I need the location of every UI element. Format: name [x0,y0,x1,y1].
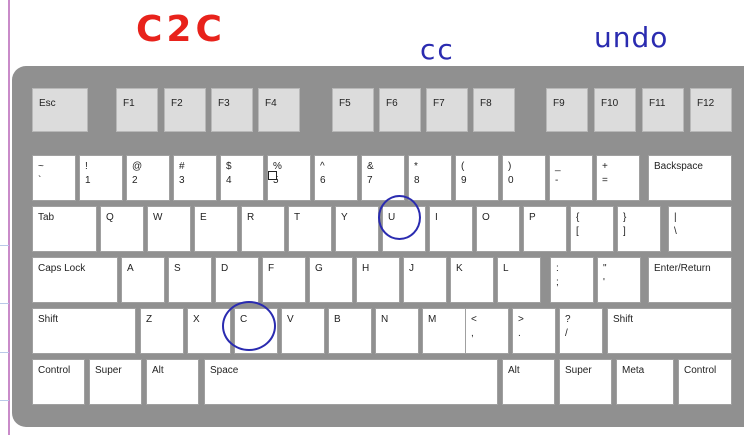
key-left-control[interactable]: Control [32,359,85,405]
key-z[interactable]: Z [140,308,184,354]
key-f5[interactable]: F5 [332,88,374,132]
key-h[interactable]: H [356,257,400,303]
key-p[interactable]: P [523,206,567,252]
key-right-control[interactable]: Control [678,359,732,405]
key-8[interactable]: * 8 [408,155,452,201]
key-f8[interactable]: F8 [473,88,515,132]
key-f9[interactable]: F9 [546,88,588,132]
key-caps-lock[interactable]: Caps Lock [32,257,118,303]
key-f12[interactable]: F12 [690,88,732,132]
key-f1[interactable]: F1 [116,88,158,132]
key-right-super[interactable]: Super [559,359,612,405]
key-m[interactable]: M [422,308,466,354]
key-7[interactable]: & 7 [361,155,405,201]
key-tilde[interactable]: ~ ` [32,155,76,201]
key-y[interactable]: Y [335,206,379,252]
key-comma[interactable]: < , [465,308,509,354]
notebook-rule [0,352,9,353]
key-l[interactable]: L [497,257,541,303]
key-w[interactable]: W [147,206,191,252]
key-meta[interactable]: Meta [616,359,674,405]
key-semicolon[interactable]: : ; [550,257,594,303]
key-right-shift[interactable]: Shift [607,308,732,354]
key-left-shift[interactable]: Shift [32,308,136,354]
key-k[interactable]: K [450,257,494,303]
key-left-brace[interactable]: { [ [570,206,614,252]
key-f11[interactable]: F11 [642,88,684,132]
key-f3[interactable]: F3 [211,88,253,132]
key-f2[interactable]: F2 [164,88,206,132]
annotation-cc: cc [420,33,455,66]
key-o[interactable]: O [476,206,520,252]
key-q[interactable]: Q [100,206,144,252]
notebook-rule [0,400,9,401]
key-backslash[interactable]: | \ [668,206,732,252]
key-esc[interactable]: Esc [32,88,88,132]
key-a[interactable]: A [121,257,165,303]
key-j[interactable]: J [403,257,447,303]
annotation-undo: undo [594,21,669,54]
key-b[interactable]: B [328,308,372,354]
key-r[interactable]: R [241,206,285,252]
key-3[interactable]: # 3 [173,155,217,201]
key-s[interactable]: S [168,257,212,303]
notebook-rule [0,303,9,304]
key-4[interactable]: $ 4 [220,155,264,201]
cursor-box-icon [268,171,277,180]
annotation-c2c: C2C [136,9,226,50]
key-e[interactable]: E [194,206,238,252]
key-f7[interactable]: F7 [426,88,468,132]
key-2[interactable]: @ 2 [126,155,170,201]
key-slash[interactable]: ? / [559,308,603,354]
key-quote[interactable]: " ' [597,257,641,303]
key-right-brace[interactable]: } ] [617,206,661,252]
notebook-margin-line [8,0,10,435]
key-t[interactable]: T [288,206,332,252]
circle-around-u-key [378,195,421,240]
key-f4[interactable]: F4 [258,88,300,132]
key-d[interactable]: D [215,257,259,303]
key-f6[interactable]: F6 [379,88,421,132]
key-enter[interactable]: Enter/Return [648,257,732,303]
key-g[interactable]: G [309,257,353,303]
key-i[interactable]: I [429,206,473,252]
key-1[interactable]: ! 1 [79,155,123,201]
key-period[interactable]: > . [512,308,556,354]
key-f10[interactable]: F10 [594,88,636,132]
key-f[interactable]: F [262,257,306,303]
key-equals[interactable]: + = [596,155,640,201]
notebook-rule [0,245,9,246]
key-6[interactable]: ^ 6 [314,155,358,201]
key-tab[interactable]: Tab [32,206,97,252]
key-minus[interactable]: _ - [549,155,593,201]
key-left-super[interactable]: Super [89,359,142,405]
key-0[interactable]: ) 0 [502,155,546,201]
circle-around-c-key [222,301,276,351]
key-right-alt[interactable]: Alt [502,359,555,405]
key-v[interactable]: V [281,308,325,354]
key-backspace[interactable]: Backspace [648,155,732,201]
key-n[interactable]: N [375,308,419,354]
key-space[interactable]: Space [204,359,498,405]
key-9[interactable]: ( 9 [455,155,499,201]
key-left-alt[interactable]: Alt [146,359,199,405]
